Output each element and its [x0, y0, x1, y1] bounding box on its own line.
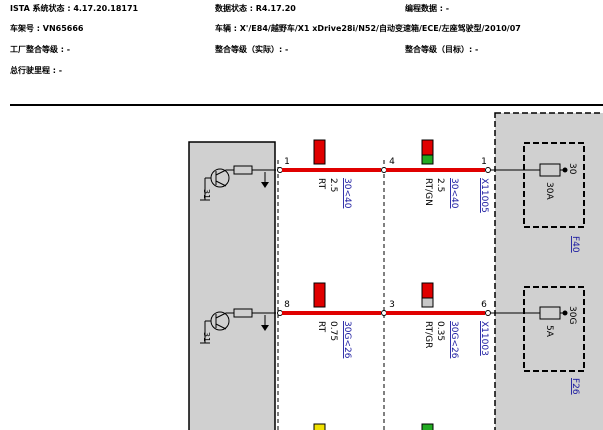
pin-number: 4 [389, 157, 395, 167]
pin-number: 6 [481, 300, 487, 310]
vehicle-description: 车辆 : X'/E84/越野车/X1 xDrive28i/N52/自动变速箱/E… [215, 24, 521, 33]
integration-level-target: 整合等级（目标）: - [405, 45, 479, 54]
wire-size: 0.75 [328, 321, 338, 341]
wire-link[interactable]: 30<40 [342, 178, 352, 209]
header-divider [10, 104, 603, 106]
data-state: 数据状态 : R4.17.20 [215, 4, 296, 13]
arrow-icon [261, 325, 269, 331]
fuse-box [523, 286, 585, 372]
fuse-terminal: 30 [567, 163, 577, 175]
total-mileage: 总行驶里程 : - [10, 66, 63, 75]
fuse-rating: 5A [544, 325, 554, 338]
circuit-2: 31 8 RT 0.75 30G<26 3 RT/GR 0.35 30G<26 … [200, 282, 585, 395]
wire-stripe-swatch [421, 297, 434, 308]
circuit-1: 31 1 RT 2.5 30<40 4 RT/GN 2.5 30<40 1 X1… [200, 139, 585, 253]
connector-link[interactable]: X11005 [479, 178, 489, 213]
ground-label: 31 [202, 332, 211, 342]
ground-label: 31 [202, 189, 211, 199]
integration-level-actual: 整合等级（实际）: - [215, 45, 289, 54]
arrow-icon [261, 182, 269, 188]
connector-link[interactable]: X11003 [479, 321, 489, 356]
wire-color-swatch [313, 423, 326, 430]
wire-color: RT/GN [423, 178, 433, 206]
wire-link[interactable]: 30G<26 [342, 321, 352, 359]
fuse-rating: 30A [544, 182, 554, 200]
vin: 车架号 : VN65666 [10, 24, 84, 33]
wire-link[interactable]: 30<40 [449, 178, 459, 209]
pin-number: 1 [284, 157, 290, 167]
wire-color-swatch [421, 423, 434, 430]
pin-number: 1 [481, 157, 487, 167]
wire-color: RT [316, 178, 326, 190]
wire-size: 2.5 [435, 178, 445, 192]
wire-color-swatch [421, 139, 434, 156]
pin-number: 8 [284, 300, 290, 310]
wire-color-swatch [421, 282, 434, 299]
fuse-link[interactable]: F40 [570, 236, 580, 253]
wire-color: RT/GR [423, 321, 433, 348]
wire-stripe-swatch [421, 154, 434, 165]
wire-link[interactable]: 30G<26 [449, 321, 459, 359]
pin-number: 3 [389, 300, 395, 310]
wire-size: 2.5 [328, 178, 338, 192]
wire-size: 0.35 [435, 321, 445, 341]
fuse-link[interactable]: F26 [570, 378, 580, 395]
wire-color: RT [316, 321, 326, 333]
fuse-terminal: 30G [567, 306, 577, 324]
fuse-carrier-box [494, 112, 603, 430]
wire-color-swatch [313, 282, 326, 308]
ista-version: ISTA 系统状态 : 4.17.20.18171 [10, 4, 139, 13]
program-data: 编程数据 : - [405, 4, 450, 13]
wire-color-swatch [313, 139, 326, 165]
factory-integration-level: 工厂整合等级 : - [10, 45, 71, 54]
control-unit-box [188, 141, 276, 430]
fuse-box [523, 142, 585, 228]
